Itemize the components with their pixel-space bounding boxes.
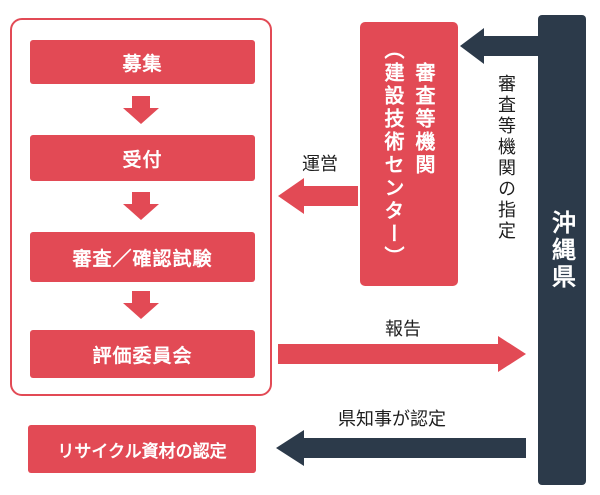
down-arrow-icon [123, 291, 159, 319]
down-arrow-icon [123, 96, 159, 124]
step-recruitment: 募集 [30, 40, 255, 84]
report-label: 報告 [385, 319, 421, 340]
step-evaluation-committee: 評価委員会 [30, 330, 255, 378]
review-organization-name: 審査等機関 [412, 62, 436, 177]
review-organization-subname: （建設技術センター） [381, 39, 405, 269]
step-review-test: 審査／確認試験 [30, 232, 255, 282]
designation-label: 審査等機関の指定 [495, 74, 516, 242]
prefecture-bar: 沖縄県 [538, 15, 586, 485]
recycled-material-certification-box: リサイクル資材の認定 [28, 425, 256, 473]
operation-label: 運営 [302, 154, 338, 175]
prefecture-label: 沖縄県 [547, 209, 576, 291]
certification-arrow-icon [276, 430, 526, 466]
down-arrow-icon [123, 192, 159, 220]
certification-label: 県知事が認定 [338, 409, 446, 430]
review-organization-box: 審査等機関 （建設技術センター） [360, 22, 458, 286]
operation-arrow-icon [278, 178, 358, 214]
step-reception: 受付 [30, 135, 255, 181]
report-arrow-icon [278, 336, 526, 372]
process-frame [10, 18, 272, 396]
designation-arrow-icon [460, 28, 538, 64]
